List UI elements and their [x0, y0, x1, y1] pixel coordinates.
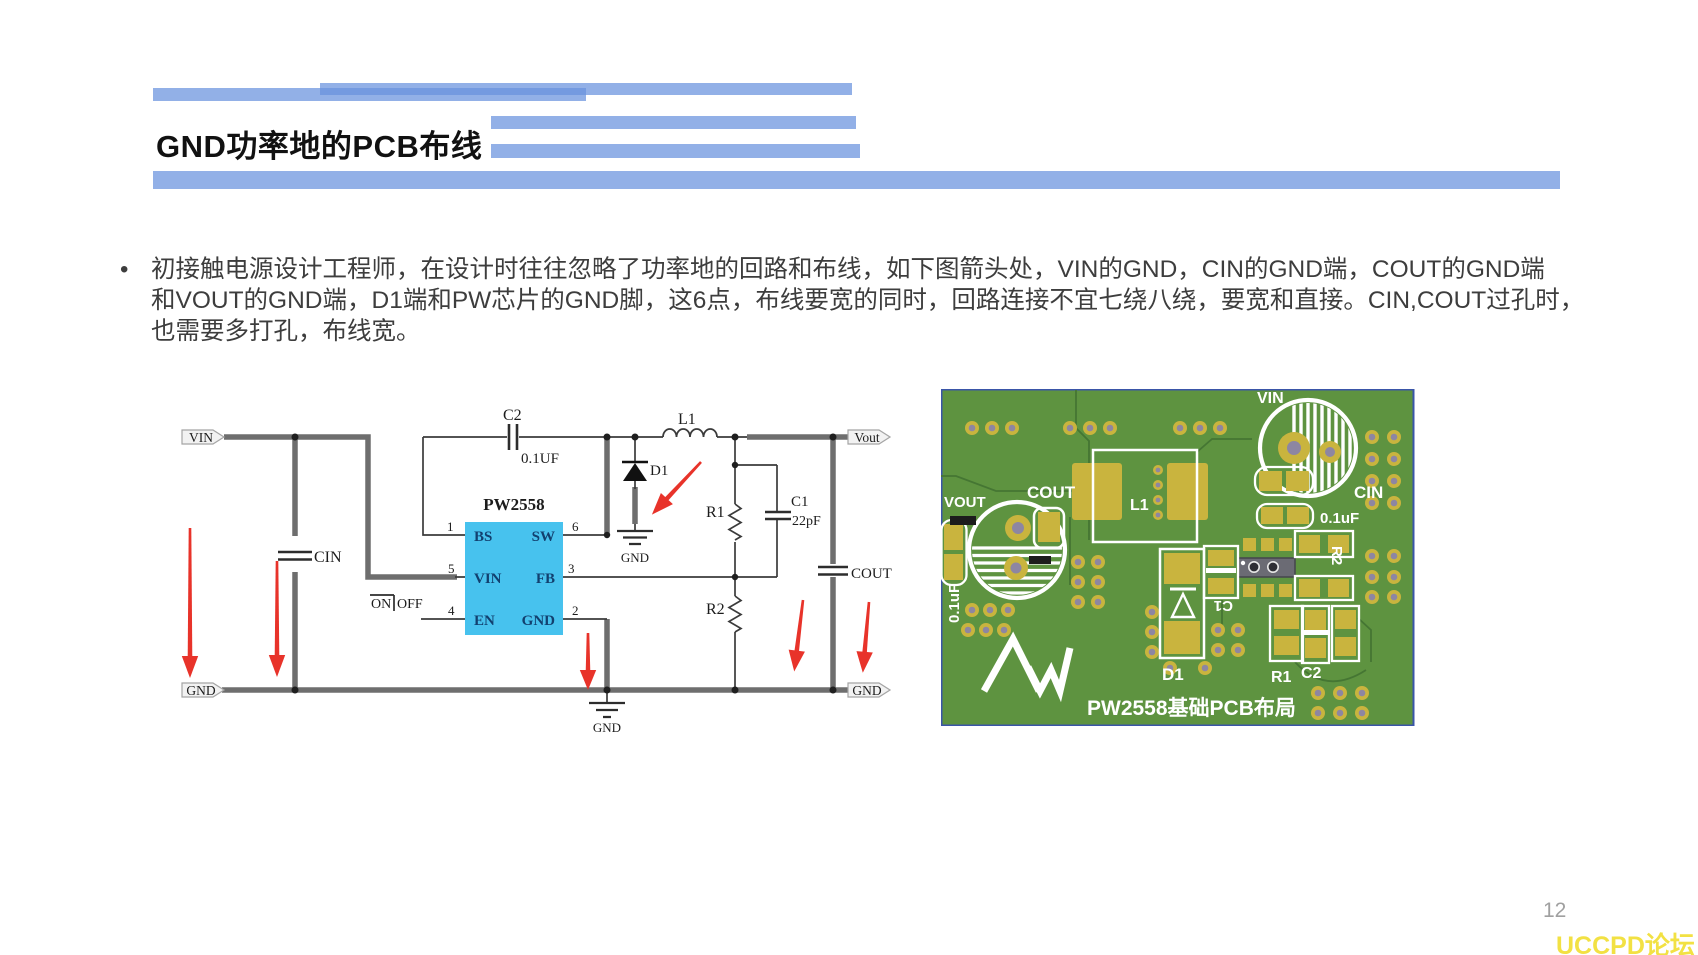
d1-footprint: [1158, 547, 1206, 660]
smd-chip-dark: [950, 516, 976, 525]
label-l1: L1: [678, 411, 696, 428]
label-r1: R1: [706, 504, 725, 521]
ic-pin-en: EN: [474, 613, 495, 629]
net-label-vout: Vout: [854, 430, 880, 445]
body-paragraph: 初接触电源设计工程师，在设计时往往忽略了功率地的回路和布线，如下图箭头处，VIN…: [151, 254, 1584, 347]
label-c1-val: 22pF: [792, 514, 821, 529]
l1-outline: [1091, 448, 1199, 544]
label-c2: C2: [503, 407, 522, 424]
body-line-2: 和VOUT的GND端，D1端和PW芯片的GND脚，这6点，布线要宽的同时，回路连…: [151, 287, 1585, 314]
pin-num-6: 6: [572, 519, 579, 534]
vout-footprint: [941, 516, 976, 587]
pcb-label-cin: CIN: [1354, 483, 1383, 502]
passive-footprint: [1330, 604, 1361, 663]
body-line-3: 也需要多打孔，布线宽。: [151, 318, 421, 345]
diode-symbol: [623, 463, 647, 481]
c1-footprint: [1202, 544, 1240, 600]
pcb-label-side-cap-value: 0.1uF: [946, 584, 963, 623]
switch-symbol: [370, 594, 395, 611]
pin-num-3: 3: [568, 561, 575, 576]
net-label-gnd-right: GND: [852, 683, 881, 698]
pcb-label-r1: R1: [1271, 669, 1292, 686]
pin-num-4: 4: [448, 603, 455, 618]
pcb-label-d1: D1: [1162, 665, 1184, 684]
junction-dots: [291, 433, 837, 694]
switch-on-label: ON: [371, 597, 391, 612]
ic-body: [465, 522, 563, 635]
copper-pour-lines: [941, 390, 1372, 683]
pcb-label-cout: COUT: [1027, 483, 1076, 502]
label-cout: COUT: [851, 566, 892, 582]
pin-num-2: 2: [572, 603, 579, 618]
brand-logo: [980, 631, 1074, 703]
red-down-arrow-icon-3: [651, 461, 702, 515]
net-pills: [181, 429, 892, 698]
watermark: UCCPD论坛: [1556, 932, 1695, 955]
pcb-layout-figure: VIN CIN 0.1uF VOUT COUT L1 0.1uF D1 C1 R…: [941, 389, 1415, 726]
page-title: GND功率地的PCB布线: [156, 129, 483, 164]
vin-capacitor-footprint: [1257, 397, 1359, 499]
resistor-r1-symbol: [727, 503, 743, 541]
red-down-arrow-icon-5: [788, 599, 805, 672]
switch-off-label: OFF: [397, 597, 423, 612]
label-cin: CIN: [314, 549, 342, 566]
c2-footprint: [1300, 604, 1331, 665]
pcb-label-l1: L1: [1130, 497, 1149, 514]
header-bar-b: [153, 88, 586, 101]
r1-footprint: [1268, 604, 1305, 663]
pcb-label-vin: VIN: [1257, 390, 1284, 407]
body-line-1: 初接触电源设计工程师，在设计时往往忽略了功率地的回路和布线，如下图箭头处，VIN…: [151, 256, 1545, 283]
gnd-text-d1: GND: [621, 550, 649, 565]
ground-symbol-d1: [617, 529, 653, 546]
red-down-arrow-icon-1: [181, 528, 199, 678]
bullet-marker: •: [120, 256, 129, 283]
ic-pin-sw: SW: [532, 529, 555, 545]
ground-symbol-center: [589, 701, 625, 719]
power-trace: [222, 434, 848, 693]
pin-num-1: 1: [447, 519, 454, 534]
pin-num-5: 5: [448, 561, 455, 576]
net-label-vin: VIN: [189, 430, 213, 445]
pcb-label-c1: C1: [1214, 597, 1233, 614]
header-bar-d: [491, 144, 860, 158]
pcb-caption: PW2558基础PCB布局: [1087, 696, 1296, 720]
red-down-arrow-icon-6: [856, 601, 873, 673]
smd-chip-dark: [1029, 556, 1051, 564]
pcb-label-r2: R2: [1328, 546, 1345, 565]
net-label-gnd-left: GND: [186, 683, 215, 698]
input-cap-footprints: [1253, 465, 1315, 530]
ic-pin-bs: BS: [474, 529, 492, 545]
resistor-r2-symbol: [727, 595, 743, 633]
header-bar-c: [491, 116, 856, 129]
gnd-text-center: GND: [593, 720, 621, 735]
red-down-arrow-icon-4: [579, 633, 597, 690]
ic-pin-vin: VIN: [474, 571, 502, 587]
page-number: 12: [1543, 899, 1567, 922]
l1-pad-left: [1072, 463, 1122, 520]
capacitor-plates: [278, 424, 848, 576]
l1-pad-right: [1167, 463, 1208, 520]
red-down-arrow-icon-2: [268, 561, 286, 677]
inductor-symbol: [662, 428, 718, 438]
pcb-label-cin-value: 0.1uF: [1320, 510, 1359, 527]
pcb-label-c2: C2: [1301, 665, 1322, 682]
cout-capacitor-footprint: [966, 499, 1068, 601]
ic-name: PW2558: [483, 495, 544, 514]
ic-pin-gnd: GND: [522, 613, 556, 629]
pcb-label-vout: VOUT: [944, 494, 986, 511]
ic-pin-fb: FB: [536, 571, 555, 587]
schematic-figure: ON OFF PW2558 BS VIN EN SW FB GND 1 5 4 …: [181, 407, 892, 735]
label-c1: C1: [791, 494, 809, 510]
label-d1: D1: [650, 463, 668, 479]
ic-footprint: [1237, 538, 1296, 597]
label-c2-val: 0.1UF: [521, 451, 559, 467]
header-bar-long: [153, 171, 1560, 189]
r2-footprints: [1293, 529, 1355, 602]
label-r2: R2: [706, 601, 725, 618]
